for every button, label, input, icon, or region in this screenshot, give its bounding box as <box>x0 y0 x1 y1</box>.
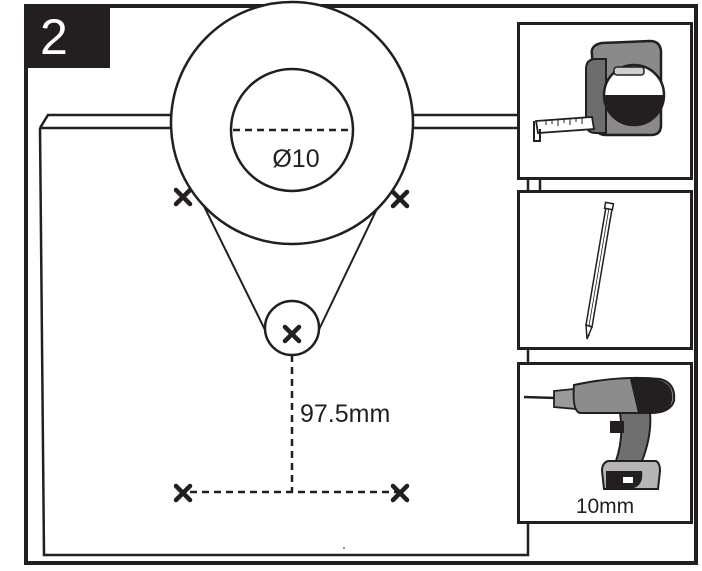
tangent-line-left <box>195 189 271 341</box>
hole-diameter-label: Ø10 <box>272 145 319 173</box>
distance-label: 97.5mm <box>300 400 390 428</box>
cross-mark-icon <box>390 189 410 209</box>
cordless-drill-icon <box>523 376 676 490</box>
drill-point-circle <box>263 299 321 357</box>
tool-panel-pencil <box>517 190 693 350</box>
cross-mark-icon <box>173 187 193 207</box>
outer-border <box>24 4 698 565</box>
tape-measure-icon <box>533 39 666 142</box>
tangent-line-right <box>313 189 387 341</box>
pencil-icon <box>585 201 615 340</box>
cross-mark-icon <box>282 324 302 344</box>
tool-panel-drill: 10mm <box>517 362 693 524</box>
cross-mark-icon <box>173 483 193 503</box>
drill-bit-size-label: 10mm <box>575 495 635 518</box>
hole-circle <box>229 67 355 193</box>
speck <box>343 547 345 549</box>
cross-mark-icon <box>390 483 410 503</box>
tool-panel-tape-measure <box>517 22 693 180</box>
step-number-badge: 2 <box>26 6 110 68</box>
